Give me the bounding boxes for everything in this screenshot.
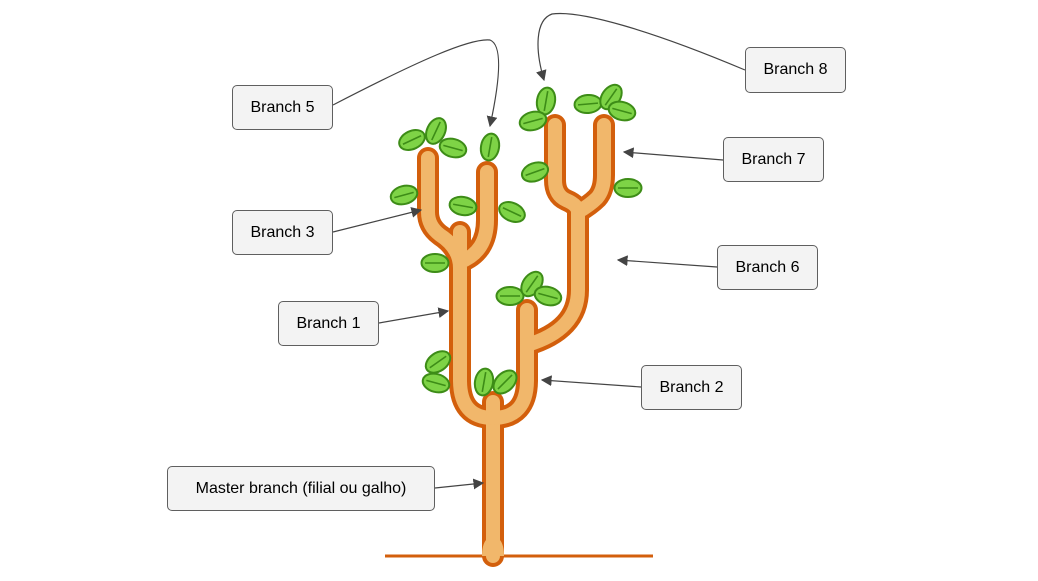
leaf: [425, 117, 447, 145]
leaf: [520, 161, 550, 183]
label-branch-8: Branch 8: [745, 47, 846, 93]
arrow-master: [434, 478, 485, 490]
arrow-branch-6: [616, 255, 718, 268]
leaf: [498, 201, 526, 223]
label-branch-2: Branch 2: [641, 365, 742, 410]
label-branch-3: Branch 3: [232, 210, 333, 255]
arrow-branch-7: [622, 147, 724, 161]
leaf: [424, 350, 452, 374]
leaf: [421, 372, 451, 394]
label-master-branch: Master branch (filial ou galho): [167, 466, 435, 511]
leaf: [492, 369, 518, 395]
trunk-base: [482, 540, 504, 556]
leaf: [438, 137, 468, 159]
arrow-branch-5: [332, 39, 500, 128]
label-branch-6: Branch 6: [717, 245, 818, 290]
leaf: [398, 129, 426, 151]
leaves-group: [389, 83, 643, 397]
leaf: [389, 184, 419, 206]
leaf: [535, 86, 557, 116]
branch-fill-layer: [421, 118, 611, 563]
arrow-branch-1: [378, 307, 450, 324]
arrow-branch-3: [332, 207, 423, 233]
leaf: [518, 110, 548, 132]
leaf: [420, 253, 450, 273]
label-branch-1: Branch 1: [278, 301, 379, 346]
leaf: [613, 178, 643, 198]
leaf: [448, 195, 478, 217]
arrow-branch-8: [536, 12, 746, 82]
leaf: [479, 132, 501, 162]
label-branch-5: Branch 5: [232, 85, 333, 130]
label-branch-7: Branch 7: [723, 137, 824, 182]
arrow-branch-2: [540, 375, 642, 388]
label-arrows: [332, 12, 746, 490]
leaf: [473, 367, 495, 397]
leaf: [573, 93, 603, 115]
leaf: [495, 286, 525, 306]
leaf: [533, 285, 563, 307]
leaf: [607, 100, 637, 122]
